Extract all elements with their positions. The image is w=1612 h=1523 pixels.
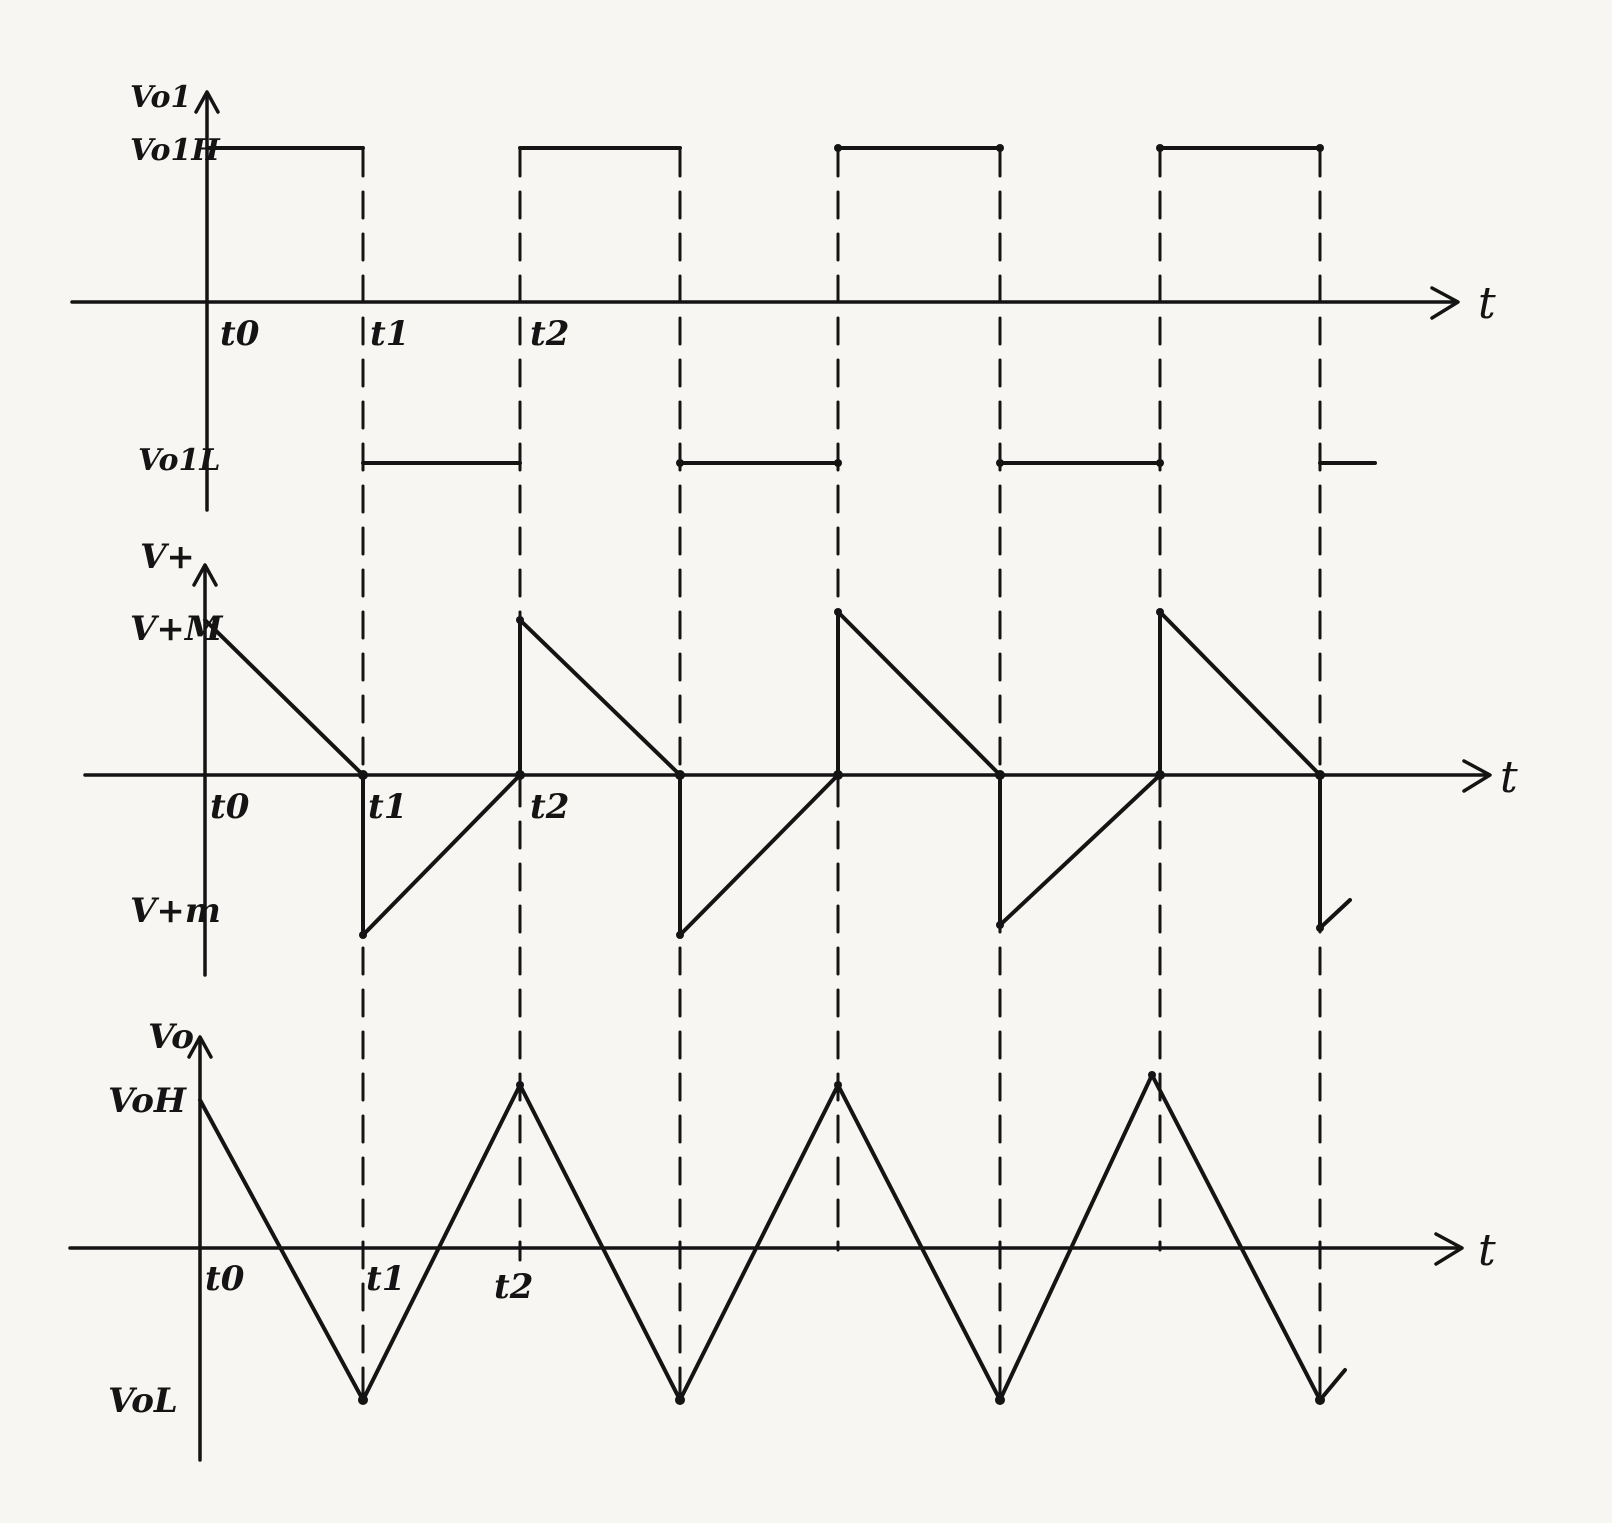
vo-time-label-t0: t0 <box>205 1259 245 1299</box>
vplus-low-label: V+m <box>130 891 221 931</box>
vo1-transition-dots <box>676 144 1324 467</box>
vo-low-label: VoL <box>108 1381 178 1421</box>
vo-x-axis-arrow-icon <box>1434 1232 1464 1266</box>
vo1-y-axis-arrow-icon <box>194 90 220 114</box>
vo1-time-label-t0: t0 <box>220 314 260 354</box>
vplus-time-label-t0: t0 <box>210 787 250 827</box>
vo-y-axis-arrow-icon <box>187 1035 213 1059</box>
vplus-y-axis-label: V+ <box>140 537 195 577</box>
vo1-x-axis-arrow-icon <box>1430 286 1460 320</box>
vo-triangle-wave <box>198 1073 1347 1402</box>
vo-y-axis-label: Vo <box>148 1017 194 1057</box>
vplus-x-axis-label: t <box>1500 752 1518 803</box>
vo1-y-axis-label: Vo1 <box>130 80 191 115</box>
panel-vo: Vo VoH VoL t t0 t1 t2 <box>68 1017 1496 1462</box>
vo1-low-label: Vo1L <box>138 443 221 478</box>
vo1-x-axis-label: t <box>1478 278 1496 329</box>
vo-time-label-t1: t1 <box>366 1259 405 1299</box>
vplus-high-label: V+M <box>130 609 224 649</box>
vo-high-label: VoH <box>108 1081 188 1121</box>
vplus-time-label-t2: t2 <box>530 787 569 827</box>
vo-x-axis-label: t <box>1478 1225 1496 1276</box>
vo1-time-label-t2: t2 <box>530 314 569 354</box>
vo1-square-wave <box>205 146 1377 465</box>
panel-vplus: V+ V+M V+m t t0 t1 t2 <box>83 537 1518 977</box>
vplus-x-axis-arrow-icon <box>1462 759 1492 793</box>
vplus-time-label-t1: t1 <box>368 787 407 827</box>
panel-vo1: Vo1 Vo1H Vo1L t t0 t1 t2 <box>70 80 1496 512</box>
vo-peak-dots <box>358 1071 1325 1405</box>
vo1-high-label: Vo1H <box>130 133 221 168</box>
vplus-transition-dots <box>358 608 1325 939</box>
vo-time-label-t2: t2 <box>494 1267 533 1307</box>
vo1-time-label-t1: t1 <box>370 314 409 354</box>
vplus-y-axis-arrow-icon <box>192 563 218 587</box>
